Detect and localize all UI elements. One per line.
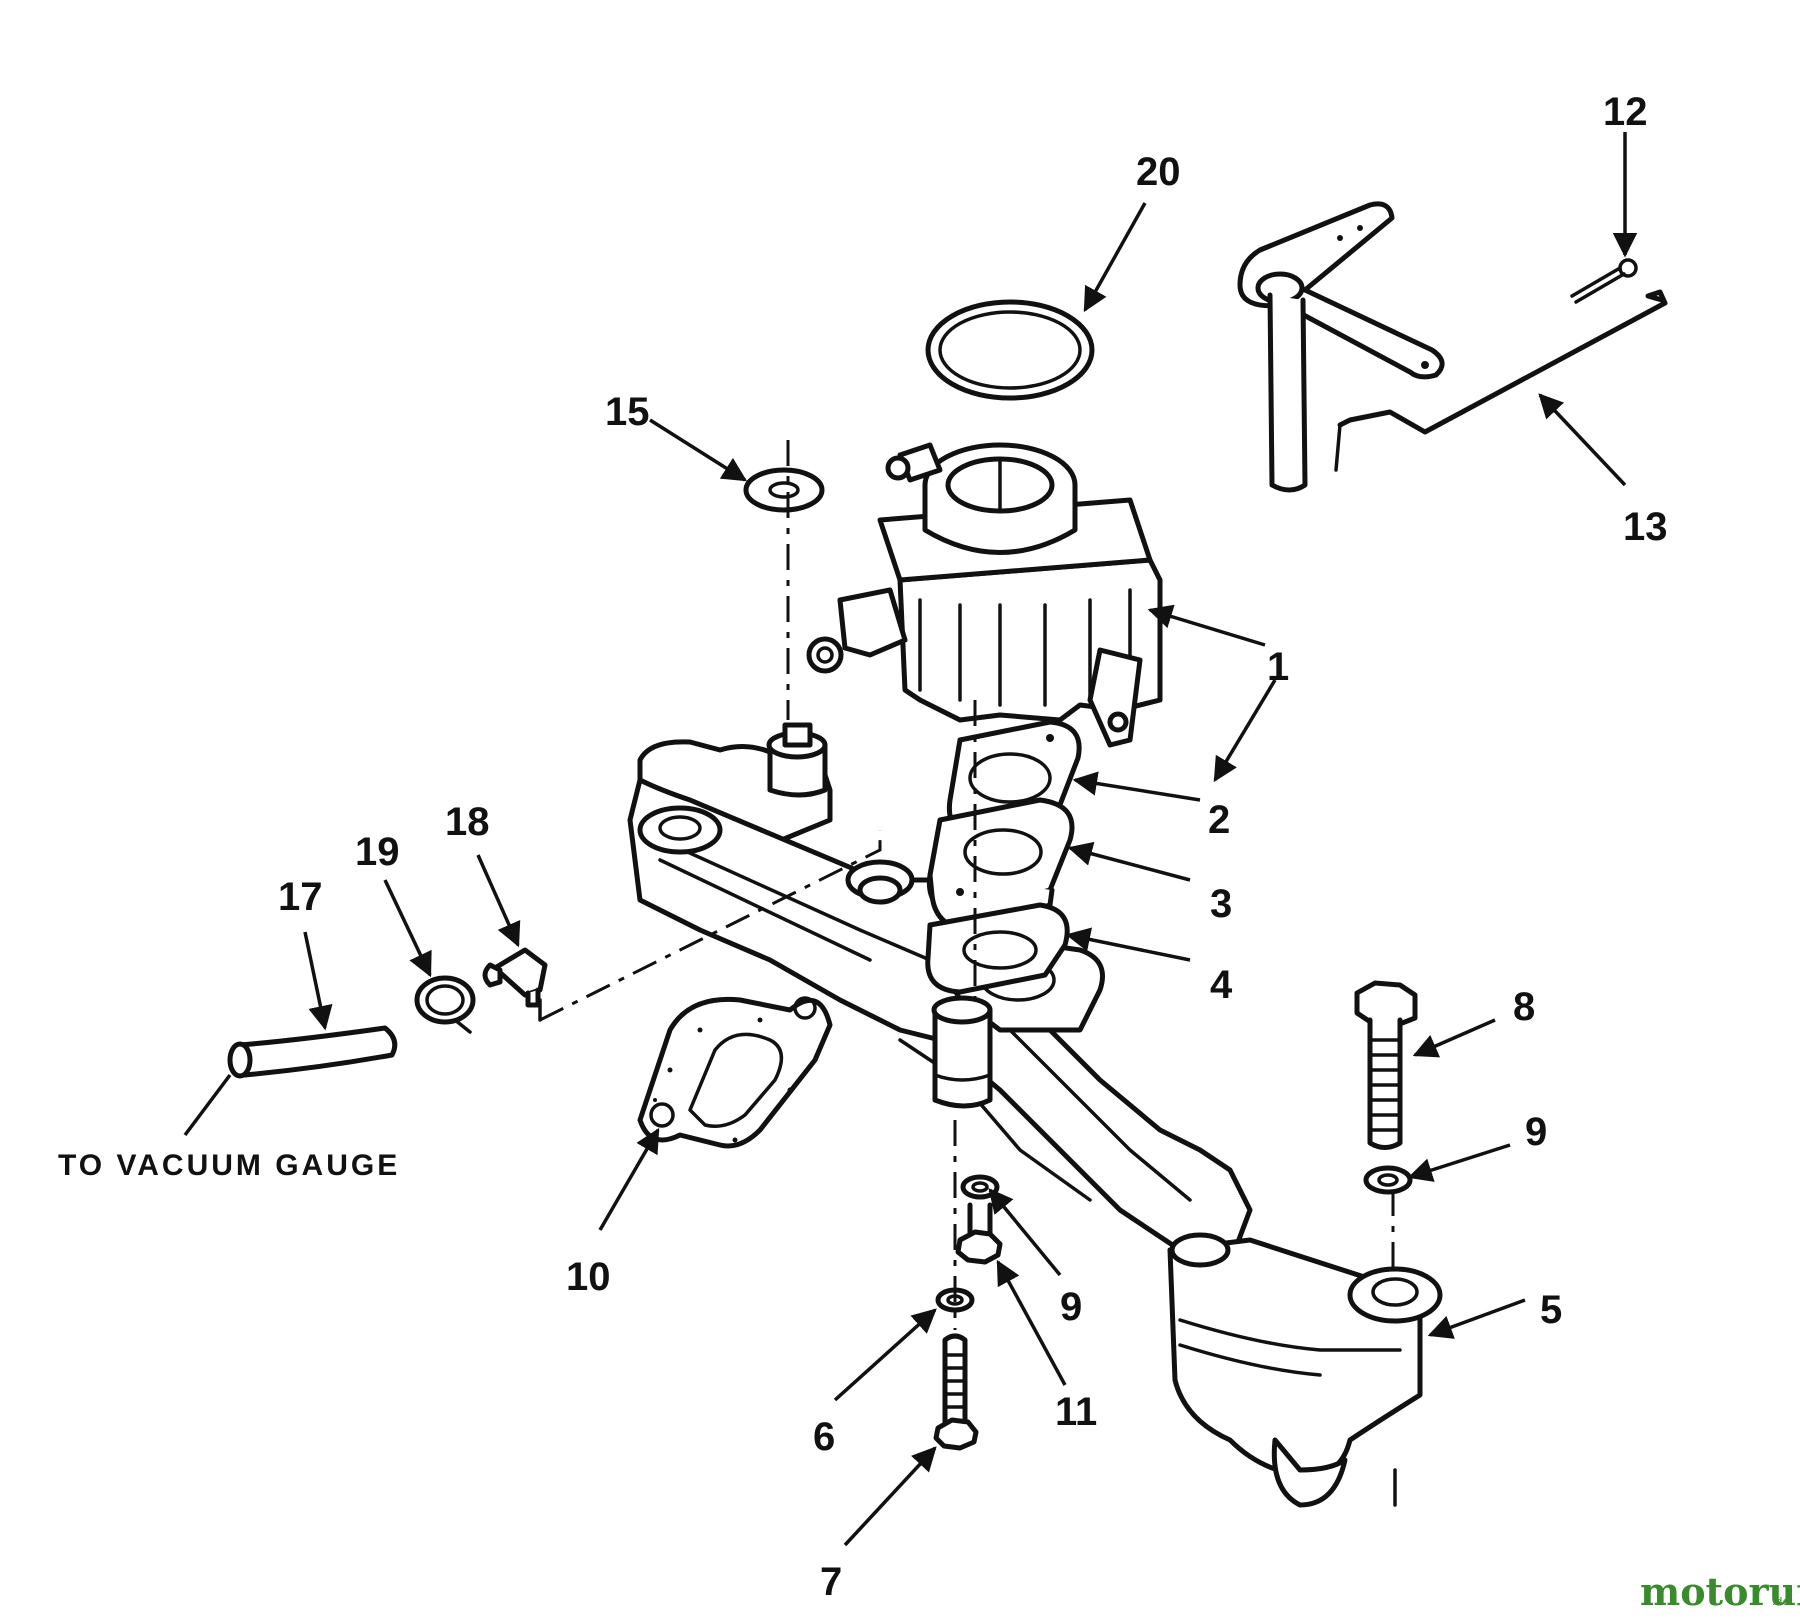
callout-6: 6 bbox=[813, 1415, 835, 1459]
o-ring bbox=[925, 299, 1095, 401]
throttle-rod bbox=[1334, 289, 1668, 472]
intake-manifold bbox=[627, 722, 1443, 1508]
bolt bbox=[1354, 980, 1418, 1150]
elbow-fitting bbox=[482, 947, 548, 1008]
lock-washer bbox=[1363, 1165, 1413, 1195]
vacuum-gauge-caption: TO VACUUM GAUGE bbox=[58, 1149, 400, 1182]
callout-9-right: 9 bbox=[1525, 1110, 1547, 1154]
callout-8: 8 bbox=[1513, 985, 1535, 1029]
watermark-suffix: .de bbox=[1772, 1595, 1789, 1608]
callout-4: 4 bbox=[1210, 963, 1233, 1007]
bolt bbox=[933, 1333, 979, 1451]
watermark-brand: motoruf bbox=[1640, 1569, 1800, 1614]
hose-clamp bbox=[414, 975, 476, 1034]
nut bbox=[955, 1202, 1003, 1265]
washer bbox=[743, 467, 825, 513]
callout-7: 7 bbox=[820, 1560, 842, 1604]
callout-3: 3 bbox=[1210, 882, 1232, 926]
callout-9-center: 9 bbox=[1060, 1285, 1082, 1329]
callout-20: 20 bbox=[1136, 150, 1181, 194]
callout-10: 10 bbox=[566, 1255, 611, 1299]
callout-12: 12 bbox=[1603, 90, 1648, 134]
assembly-centerlines bbox=[538, 440, 1397, 1507]
callout-labels: 1 2 3 4 5 6 7 8 9 9 10 11 12 13 15 17 18… bbox=[278, 90, 1668, 1604]
callout-11: 11 bbox=[1055, 1390, 1097, 1434]
spacer-gasket bbox=[925, 902, 1070, 995]
throttle-lever bbox=[1237, 201, 1445, 493]
callout-1: 1 bbox=[1267, 645, 1289, 689]
motoruf-watermark: motoruf .de bbox=[1640, 1569, 1800, 1614]
manifold-gasket bbox=[637, 996, 833, 1149]
callout-2: 2 bbox=[1208, 798, 1230, 842]
callout-19: 19 bbox=[355, 830, 400, 874]
vacuum-hose bbox=[227, 1025, 398, 1079]
callout-15: 15 bbox=[605, 390, 650, 434]
callout-5: 5 bbox=[1540, 1288, 1562, 1332]
callout-18: 18 bbox=[445, 800, 490, 844]
leader-lines bbox=[183, 132, 1638, 1547]
callout-17: 17 bbox=[278, 875, 323, 919]
callout-13: 13 bbox=[1623, 505, 1668, 549]
carburetor bbox=[806, 442, 1163, 748]
cotter-pin bbox=[1570, 258, 1638, 304]
